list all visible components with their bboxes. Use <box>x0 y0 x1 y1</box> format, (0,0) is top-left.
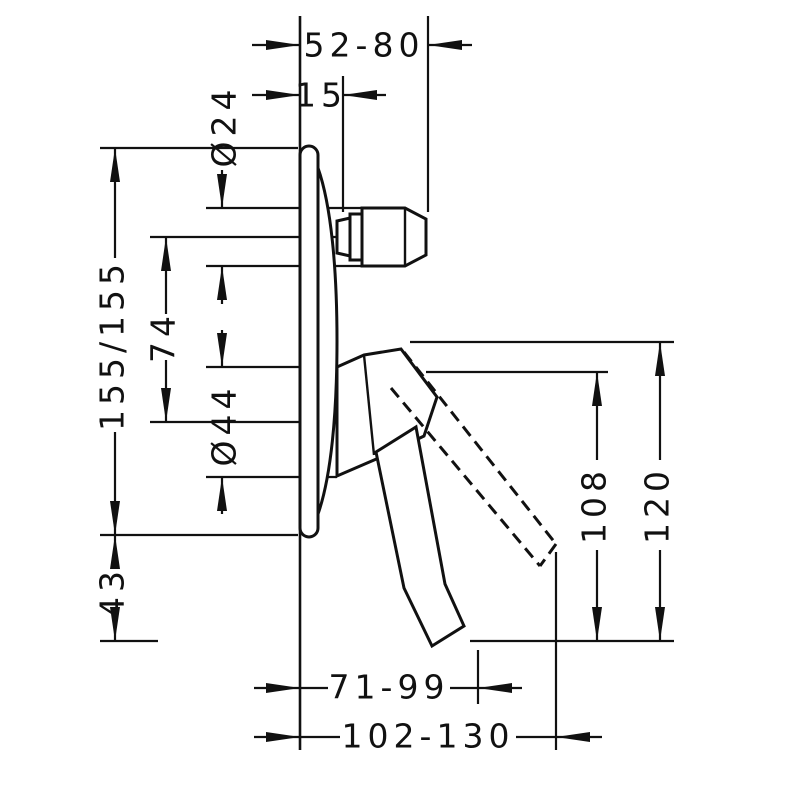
dim-label-handle-base-diameter: Ø44 <box>204 383 244 467</box>
dim-label-plate-height: 155/155 <box>92 258 132 432</box>
mixer-lever-handle <box>335 347 466 649</box>
dim-label-lever-drop-closed: 108 <box>574 466 614 544</box>
dim-label-plate-depth: 15 <box>295 75 347 115</box>
lever-alternate-position <box>389 351 558 567</box>
dim-label-knob-to-handle: 74 <box>143 311 183 363</box>
plate-disc <box>298 144 320 539</box>
knob-collar <box>348 212 364 262</box>
dim-label-lever-reach-open: 102-130 <box>341 716 515 756</box>
escutcheon-plate <box>298 144 339 539</box>
knob-neck <box>335 216 352 258</box>
dim-label-top-width: 52-80 <box>303 25 425 65</box>
knob-body <box>360 206 428 268</box>
dim-label-lever-drop-open: 120 <box>637 466 677 544</box>
dim-label-knob-diameter: Ø24 <box>204 84 244 168</box>
dim-label-lever-reach-closed: 71-99 <box>328 667 450 707</box>
dim-label-plate-to-lever-end: 43 <box>92 566 132 618</box>
dimension-lines <box>110 39 665 742</box>
handle-base <box>335 347 439 479</box>
handle-base-detail-line <box>362 354 376 456</box>
extension-lines <box>100 16 674 750</box>
lever-solid-position <box>374 424 466 649</box>
diverter-knob <box>335 206 428 268</box>
plate-dome <box>316 167 339 515</box>
